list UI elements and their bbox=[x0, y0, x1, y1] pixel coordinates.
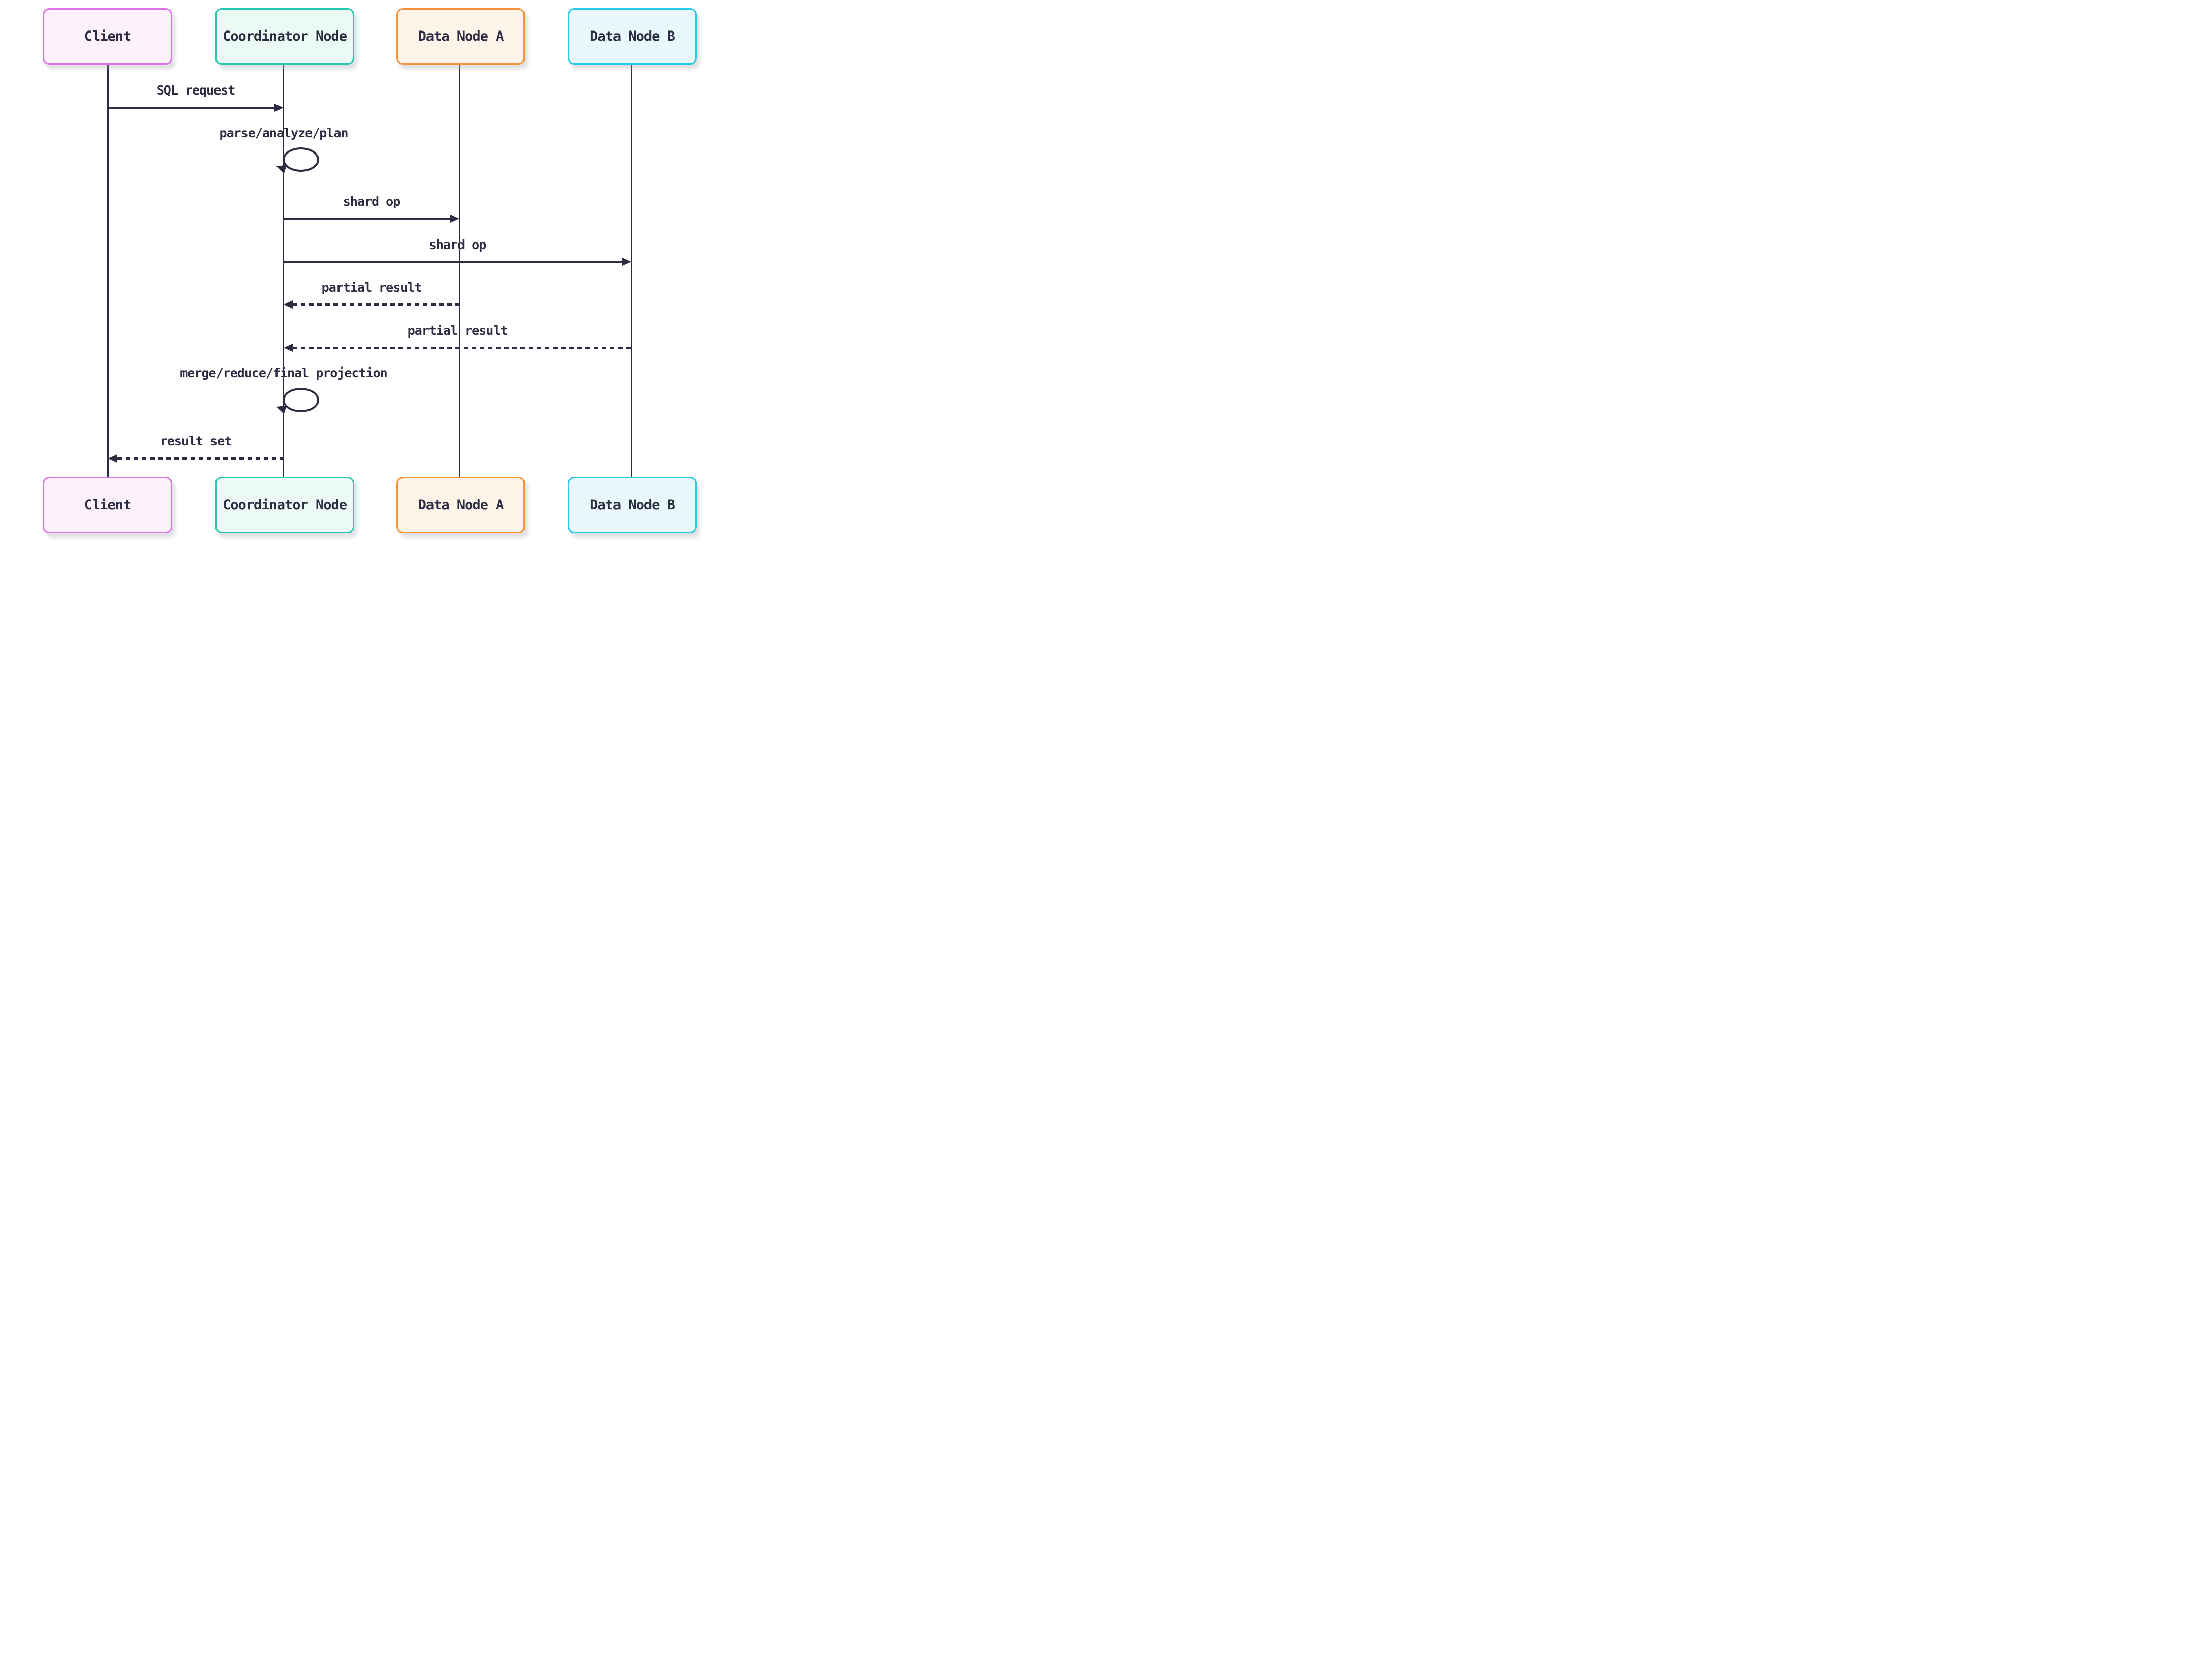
actor-label: Data Node A bbox=[418, 28, 504, 44]
actor-box-data-node-b-bottom: Data Node B bbox=[568, 477, 697, 533]
self-loop-merge bbox=[283, 388, 319, 412]
message-label-partial-result-a: partial result bbox=[321, 280, 422, 295]
lifeline-data-node-a bbox=[459, 65, 460, 477]
arrowhead-left-icon bbox=[284, 300, 293, 309]
actor-label: Data Node B bbox=[590, 497, 675, 513]
message-label-partial-result-b: partial result bbox=[407, 323, 508, 338]
sequence-diagram: Client Coordinator Node Data Node A Data… bbox=[0, 0, 729, 560]
actor-label: Data Node A bbox=[418, 497, 504, 513]
actor-label: Client bbox=[84, 28, 132, 44]
message-label-shard-op-b: shard op bbox=[428, 237, 486, 252]
lifeline-client bbox=[107, 65, 109, 477]
arrowhead-left-icon bbox=[108, 454, 117, 463]
message-label-shard-op-a: shard op bbox=[343, 194, 400, 209]
lifeline-data-node-b bbox=[631, 65, 632, 477]
actor-box-data-node-b-top: Data Node B bbox=[568, 8, 697, 65]
message-label-sql-request: SQL request bbox=[156, 83, 236, 98]
message-label-merge-reduce: merge/reduce/final projection bbox=[180, 365, 387, 380]
actor-box-data-node-a-top: Data Node A bbox=[396, 8, 525, 65]
message-arrow-result-set bbox=[117, 457, 284, 460]
message-arrow-shard-op-a bbox=[284, 218, 451, 220]
actor-box-client-top: Client bbox=[43, 8, 172, 65]
actor-box-data-node-a-bottom: Data Node A bbox=[396, 477, 525, 533]
message-arrow-shard-op-b bbox=[284, 261, 623, 263]
actor-label: Coordinator Node bbox=[222, 497, 347, 513]
actor-box-coordinator-bottom: Coordinator Node bbox=[215, 477, 354, 533]
message-arrow-partial-result-a bbox=[293, 303, 460, 306]
message-arrow-partial-result-b bbox=[293, 347, 632, 349]
actor-box-client-bottom: Client bbox=[43, 477, 172, 533]
lifeline-coordinator bbox=[283, 65, 284, 477]
arrowhead-right-icon bbox=[450, 215, 459, 223]
message-label-result-set: result set bbox=[160, 434, 232, 448]
message-label-parse-analyze-plan: parse/analyze/plan bbox=[219, 126, 349, 140]
actor-label: Data Node B bbox=[590, 28, 675, 44]
actor-label: Coordinator Node bbox=[222, 28, 347, 44]
self-loop-parse bbox=[283, 147, 319, 172]
actor-box-coordinator-top: Coordinator Node bbox=[215, 8, 354, 65]
arrowhead-right-icon bbox=[274, 104, 284, 112]
arrowhead-right-icon bbox=[622, 258, 631, 266]
actor-label: Client bbox=[84, 497, 132, 513]
message-arrow-sql-request bbox=[108, 107, 275, 109]
arrowhead-left-icon bbox=[284, 344, 293, 352]
